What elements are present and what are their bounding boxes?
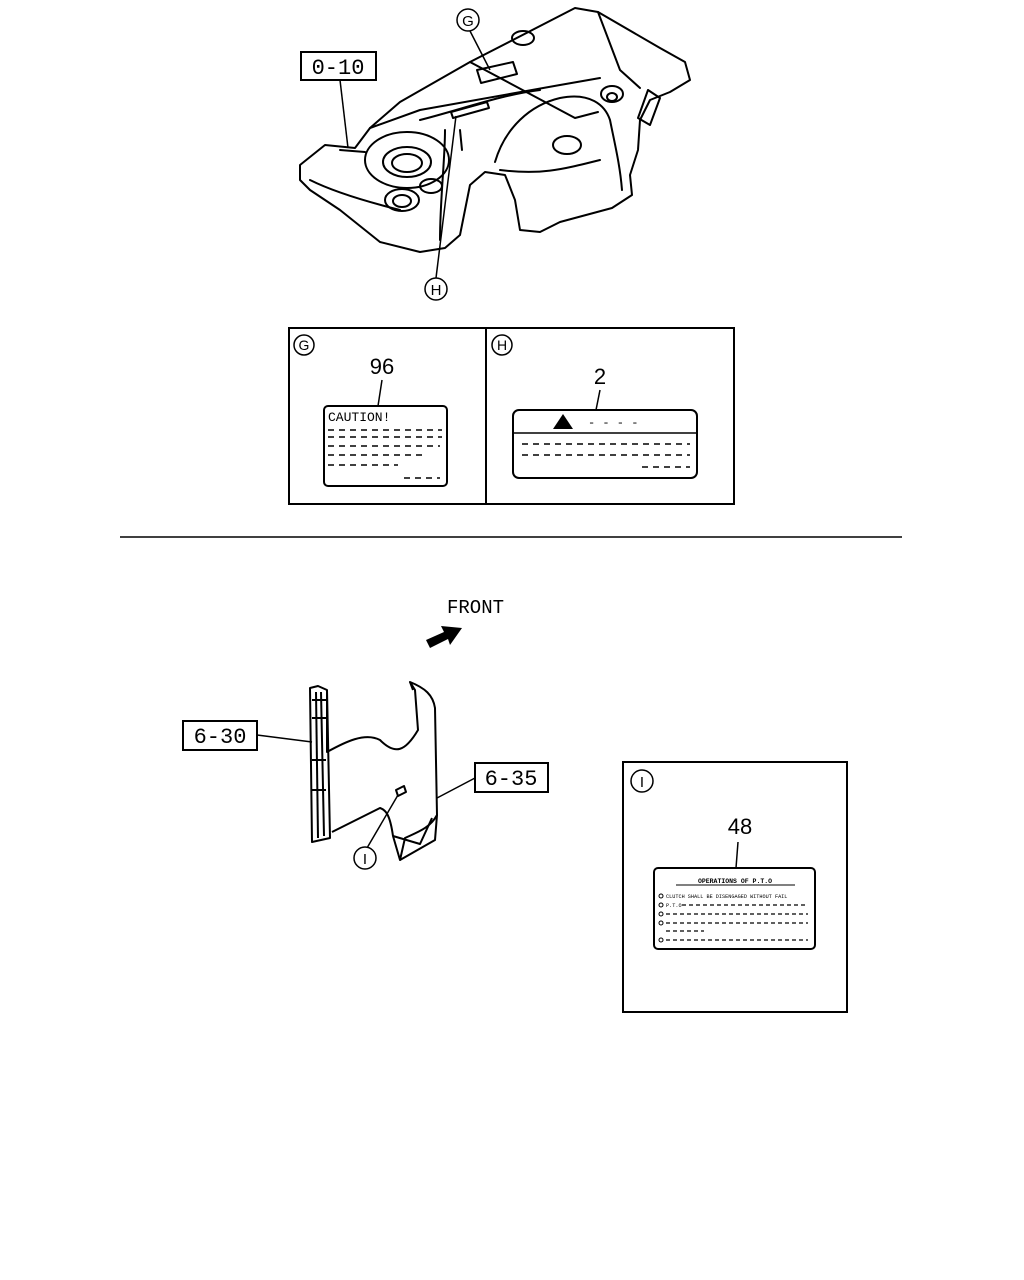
front-arrow-icon [426, 626, 462, 648]
callout-6-35: 6-35 [436, 762, 549, 799]
pto-operation-label: OPERATIONS OF P.T.O CLUTCH SHALL BE DISE… [653, 867, 816, 950]
caution-label: CAUTION! [323, 405, 448, 487]
detail-box-g: G 96 CAUTION! [288, 327, 487, 505]
warning-label: - - - - [512, 409, 698, 479]
detail-h-part-number: 2 [594, 364, 606, 389]
upper-assembly-drawing [299, 7, 691, 253]
callout-g: G [456, 8, 491, 71]
front-label: FRONT [447, 597, 504, 619]
pto-label-line-1: CLUTCH SHALL BE DISENGAGED WITHOUT FAIL [666, 894, 787, 900]
callout-6-30-label: 6-30 [194, 725, 247, 750]
detail-g-marker: G [299, 337, 310, 353]
detail-box-i: I 48 OPERATIONS OF P.T.O CLUTCH SHALL BE… [622, 761, 848, 1013]
warning-label-heading: - - - - [588, 416, 638, 430]
callout-g-letter: G [462, 13, 474, 30]
pto-label-heading: OPERATIONS OF P.T.O [698, 878, 772, 885]
callout-6-35-label: 6-35 [485, 767, 538, 792]
callout-h-letter: H [431, 282, 442, 299]
detail-h-marker: H [497, 337, 507, 353]
detail-g-part-number: 96 [370, 354, 394, 379]
lower-panel-drawing [309, 681, 438, 861]
detail-i-marker: I [640, 774, 644, 791]
pto-label-line-2: P.T.O [666, 903, 682, 909]
detail-box-h: H 2 - - - - [485, 327, 735, 505]
detail-i-part-number: 48 [728, 814, 752, 839]
caution-label-heading: CAUTION! [328, 410, 390, 425]
callout-h: H [424, 115, 457, 301]
callout-0-10: 0-10 [300, 51, 377, 149]
front-direction-indicator: FRONT [426, 597, 504, 648]
callout-i: I [353, 794, 399, 870]
warning-triangle-icon [553, 414, 573, 429]
callout-0-10-label: 0-10 [312, 56, 365, 81]
callout-i-letter: I [363, 851, 367, 868]
callout-6-30: 6-30 [182, 720, 313, 751]
